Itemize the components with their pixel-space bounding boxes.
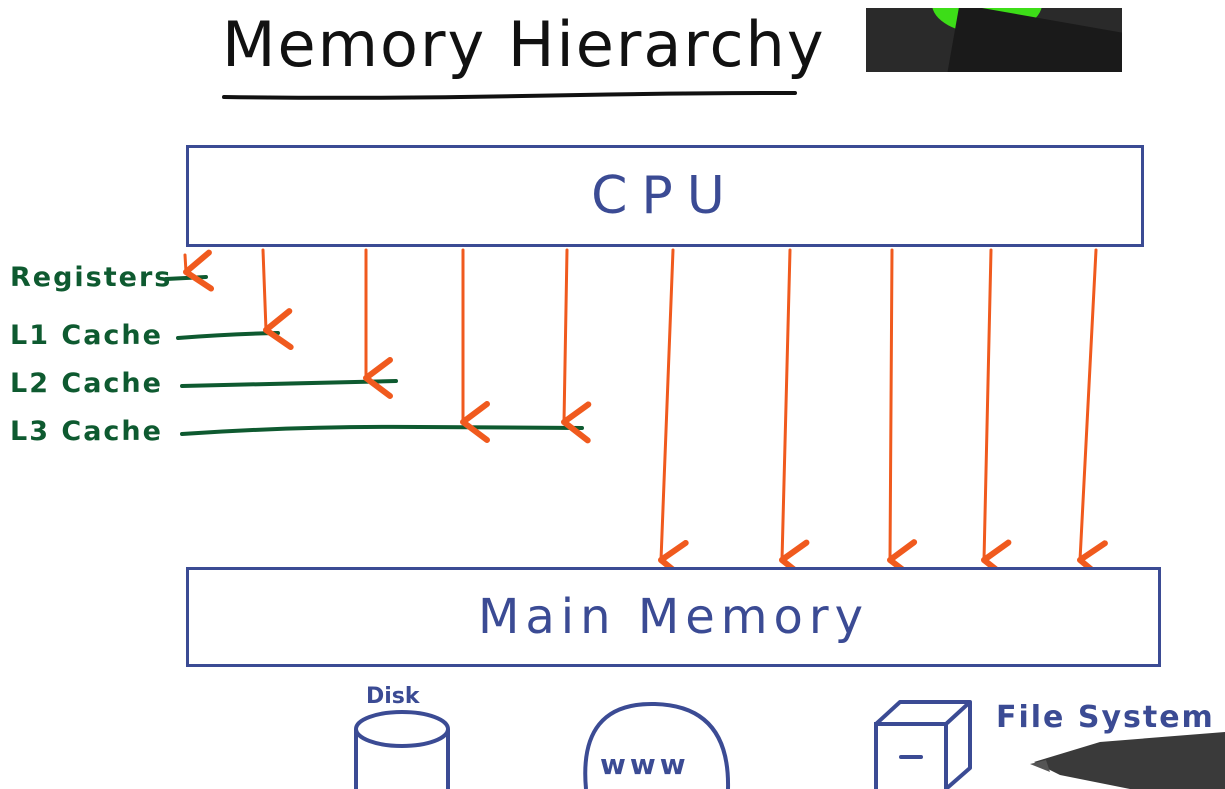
arrow-to-main-memory-2 bbox=[779, 248, 810, 582]
arrow-to-main-memory-3 bbox=[887, 248, 918, 582]
file-system-label: File System bbox=[996, 700, 1215, 735]
level-label-registers: Registers bbox=[10, 262, 173, 293]
level-label-l1-cache: L1 Cache bbox=[10, 320, 163, 351]
level-label-l2-cache: L2 Cache bbox=[10, 368, 163, 399]
pen-tip-icon bbox=[1030, 732, 1225, 789]
disk-label: Disk bbox=[366, 684, 420, 709]
arrow-to-main-memory-4 bbox=[981, 248, 1012, 582]
l3-cache-line bbox=[180, 424, 584, 436]
level-lines bbox=[164, 275, 584, 436]
file-system-icon bbox=[874, 700, 972, 789]
arrow-to-l3-cache-2 bbox=[561, 248, 592, 444]
title-underline bbox=[222, 91, 797, 100]
arrow-group bbox=[183, 248, 1108, 583]
arrow-to-main-memory-5 bbox=[1077, 248, 1108, 583]
www-label: www bbox=[600, 748, 690, 781]
main-memory-box: Main Memory bbox=[186, 567, 1161, 667]
disk-icon bbox=[354, 710, 450, 789]
cpu-label: CPU bbox=[591, 166, 739, 226]
arrow-to-main-memory-1 bbox=[658, 248, 689, 582]
arrow-to-l1-cache-1 bbox=[261, 248, 294, 351]
l2-cache-line bbox=[180, 379, 398, 388]
webcam-overlay bbox=[866, 8, 1122, 72]
cpu-box: CPU bbox=[186, 145, 1144, 247]
globe-icon bbox=[583, 701, 731, 789]
level-label-l3-cache: L3 Cache bbox=[10, 416, 163, 447]
main-memory-label: Main Memory bbox=[477, 589, 870, 645]
diagram-title: Memory Hierarchy bbox=[222, 8, 826, 81]
arrow-to-registers bbox=[183, 249, 215, 292]
registers-line bbox=[164, 275, 208, 281]
l1-cache-line bbox=[176, 331, 280, 340]
